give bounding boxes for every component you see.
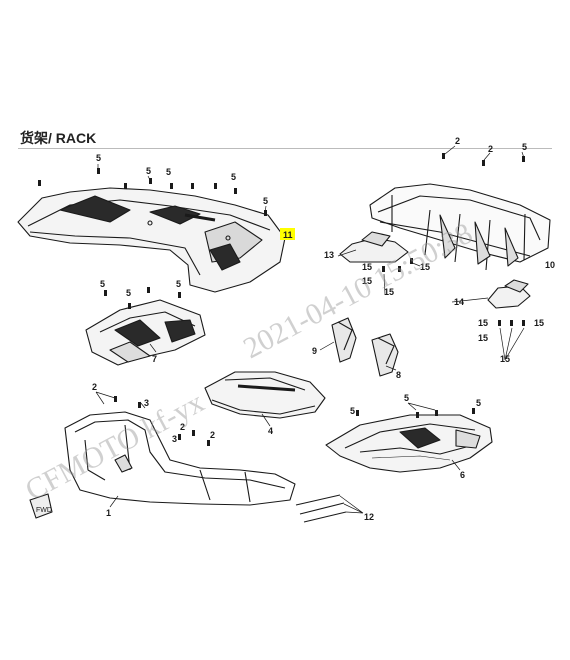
part-1-lower-frame <box>64 411 296 506</box>
callout-5: 5 <box>166 167 171 177</box>
callout-5: 5 <box>126 288 131 298</box>
callout-15: 15 <box>362 276 372 286</box>
svg-text:FWD: FWD <box>36 507 52 514</box>
callout-3: 3 <box>144 398 149 408</box>
callout-7: 7 <box>152 354 157 364</box>
callout-15: 15 <box>362 262 372 272</box>
part-13-bracket <box>339 231 409 263</box>
callout-15: 15 <box>420 262 430 272</box>
diagram-title: 货架/ RACK <box>20 130 97 146</box>
callout-12: 12 <box>364 512 374 522</box>
callout-9: 9 <box>312 346 317 356</box>
callout-2: 2 <box>488 144 493 154</box>
callout-15: 15 <box>500 354 510 364</box>
callout-5: 5 <box>350 406 355 416</box>
front-arrow-icon: FWD <box>29 493 53 519</box>
callout-8: 8 <box>396 370 401 380</box>
callout-labels: 11 5 5 5 5 5 2 2 5 10 13 15 15 15 15 14 … <box>92 136 555 522</box>
title-divider <box>18 148 552 149</box>
callout-13: 13 <box>324 250 334 260</box>
part-11-top-rack <box>17 187 286 293</box>
callout-4: 4 <box>268 426 273 436</box>
callout-15: 15 <box>478 318 488 328</box>
callout-2: 2 <box>210 430 215 440</box>
callout-5: 5 <box>231 172 236 182</box>
part-12-strips <box>295 494 347 523</box>
callout-5: 5 <box>146 166 151 176</box>
callout-2: 2 <box>455 136 460 146</box>
leader-lines <box>95 145 525 514</box>
bolts <box>38 153 525 446</box>
callout-3: 3 <box>172 434 177 444</box>
callout-11-highlight <box>280 228 295 240</box>
callout-11: 11 <box>283 230 293 240</box>
callout-1: 1 <box>106 508 111 518</box>
callout-5: 5 <box>476 398 481 408</box>
part-9-bracket <box>331 317 357 363</box>
callout-6: 6 <box>460 470 465 480</box>
callout-15: 15 <box>478 333 488 343</box>
part-14-bracket <box>487 279 531 309</box>
callout-2: 2 <box>180 422 185 432</box>
callout-10: 10 <box>545 260 555 270</box>
callout-5: 5 <box>176 279 181 289</box>
callout-5: 5 <box>404 393 409 403</box>
callout-15: 15 <box>384 287 394 297</box>
callout-5: 5 <box>100 279 105 289</box>
part-4-cover <box>204 371 326 419</box>
part-10-rear-frame <box>369 183 551 271</box>
callout-5: 5 <box>96 153 101 163</box>
part-7-front-plate <box>85 299 206 366</box>
callout-14: 14 <box>454 297 464 307</box>
callout-5: 5 <box>263 196 268 206</box>
callout-2: 2 <box>92 382 97 392</box>
callout-5: 5 <box>522 142 527 152</box>
callout-15: 15 <box>534 318 544 328</box>
part-8-bracket <box>371 333 399 377</box>
part-6-rack-plate <box>325 414 493 473</box>
